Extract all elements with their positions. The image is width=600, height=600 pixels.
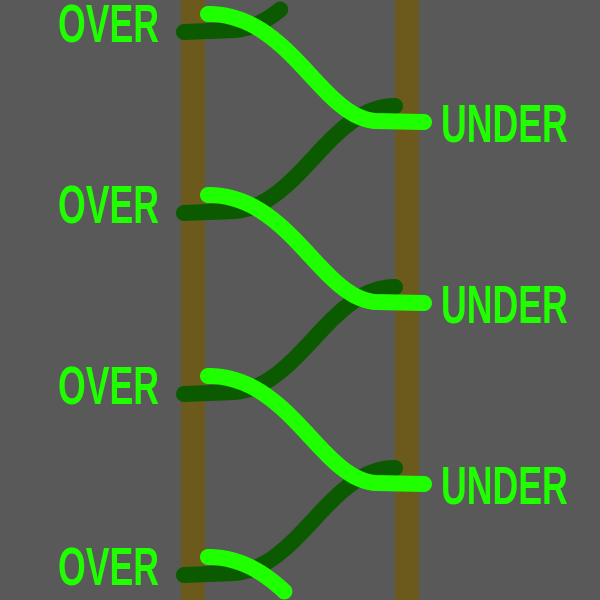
over-label: OVER (58, 0, 159, 54)
over-label: OVER (58, 356, 159, 416)
bright-strand (200, 549, 293, 600)
under-label: UNDER (441, 456, 568, 516)
over-label: OVER (58, 175, 159, 235)
under-label: UNDER (441, 275, 568, 335)
bright-strand (200, 187, 432, 311)
bright-strand (200, 6, 432, 130)
bright-strand (200, 368, 432, 492)
left-post (181, 0, 205, 600)
under-label: UNDER (441, 94, 568, 154)
over-label: OVER (58, 537, 159, 597)
